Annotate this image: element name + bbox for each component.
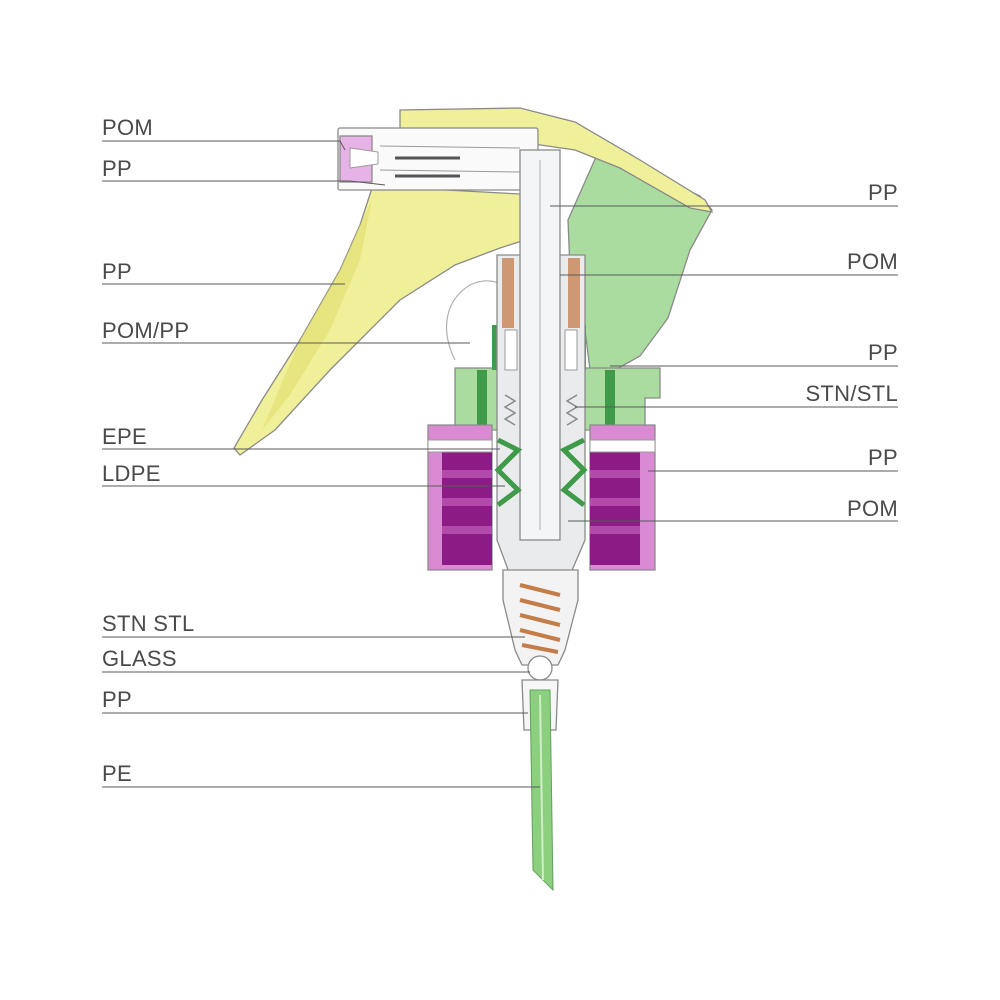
label-stem: PP [868, 180, 898, 205]
leader-lines-left [102, 140, 540, 788]
leader-lines-right [550, 205, 898, 522]
label-nozzle-body: PP [102, 156, 132, 181]
glass-ball [527, 655, 553, 681]
label-shroud: POM/PP [102, 318, 189, 343]
nozzle-assembly [337, 127, 539, 191]
label-stem-sleeve: POM [847, 249, 898, 274]
label-pump-housing: PP [868, 340, 898, 365]
label-dip-tube: PE [102, 761, 132, 786]
label-closure-cap: PP [868, 445, 898, 470]
coil-spring [519, 583, 561, 654]
label-valve-ball: GLASS [102, 646, 177, 671]
label-nozzle-tip: POM [102, 115, 153, 140]
label-trigger: PP [102, 259, 132, 284]
label-piston-seal: LDPE [102, 461, 161, 486]
closure-cap [427, 424, 656, 571]
label-cylinder: POM [847, 496, 898, 521]
callout-labels-left: POM PP PP POM/PP EPE LDPE STN STL GLASS … [102, 115, 195, 786]
label-cap-gasket: EPE [102, 424, 147, 449]
label-piston-spring: STN/STL [805, 381, 898, 406]
label-spring: STN STL [102, 611, 195, 636]
callout-labels-right: PP POM PP STN/STL PP POM [805, 180, 898, 521]
piston-stem [494, 149, 588, 576]
label-tube-adapter: PP [102, 687, 132, 712]
